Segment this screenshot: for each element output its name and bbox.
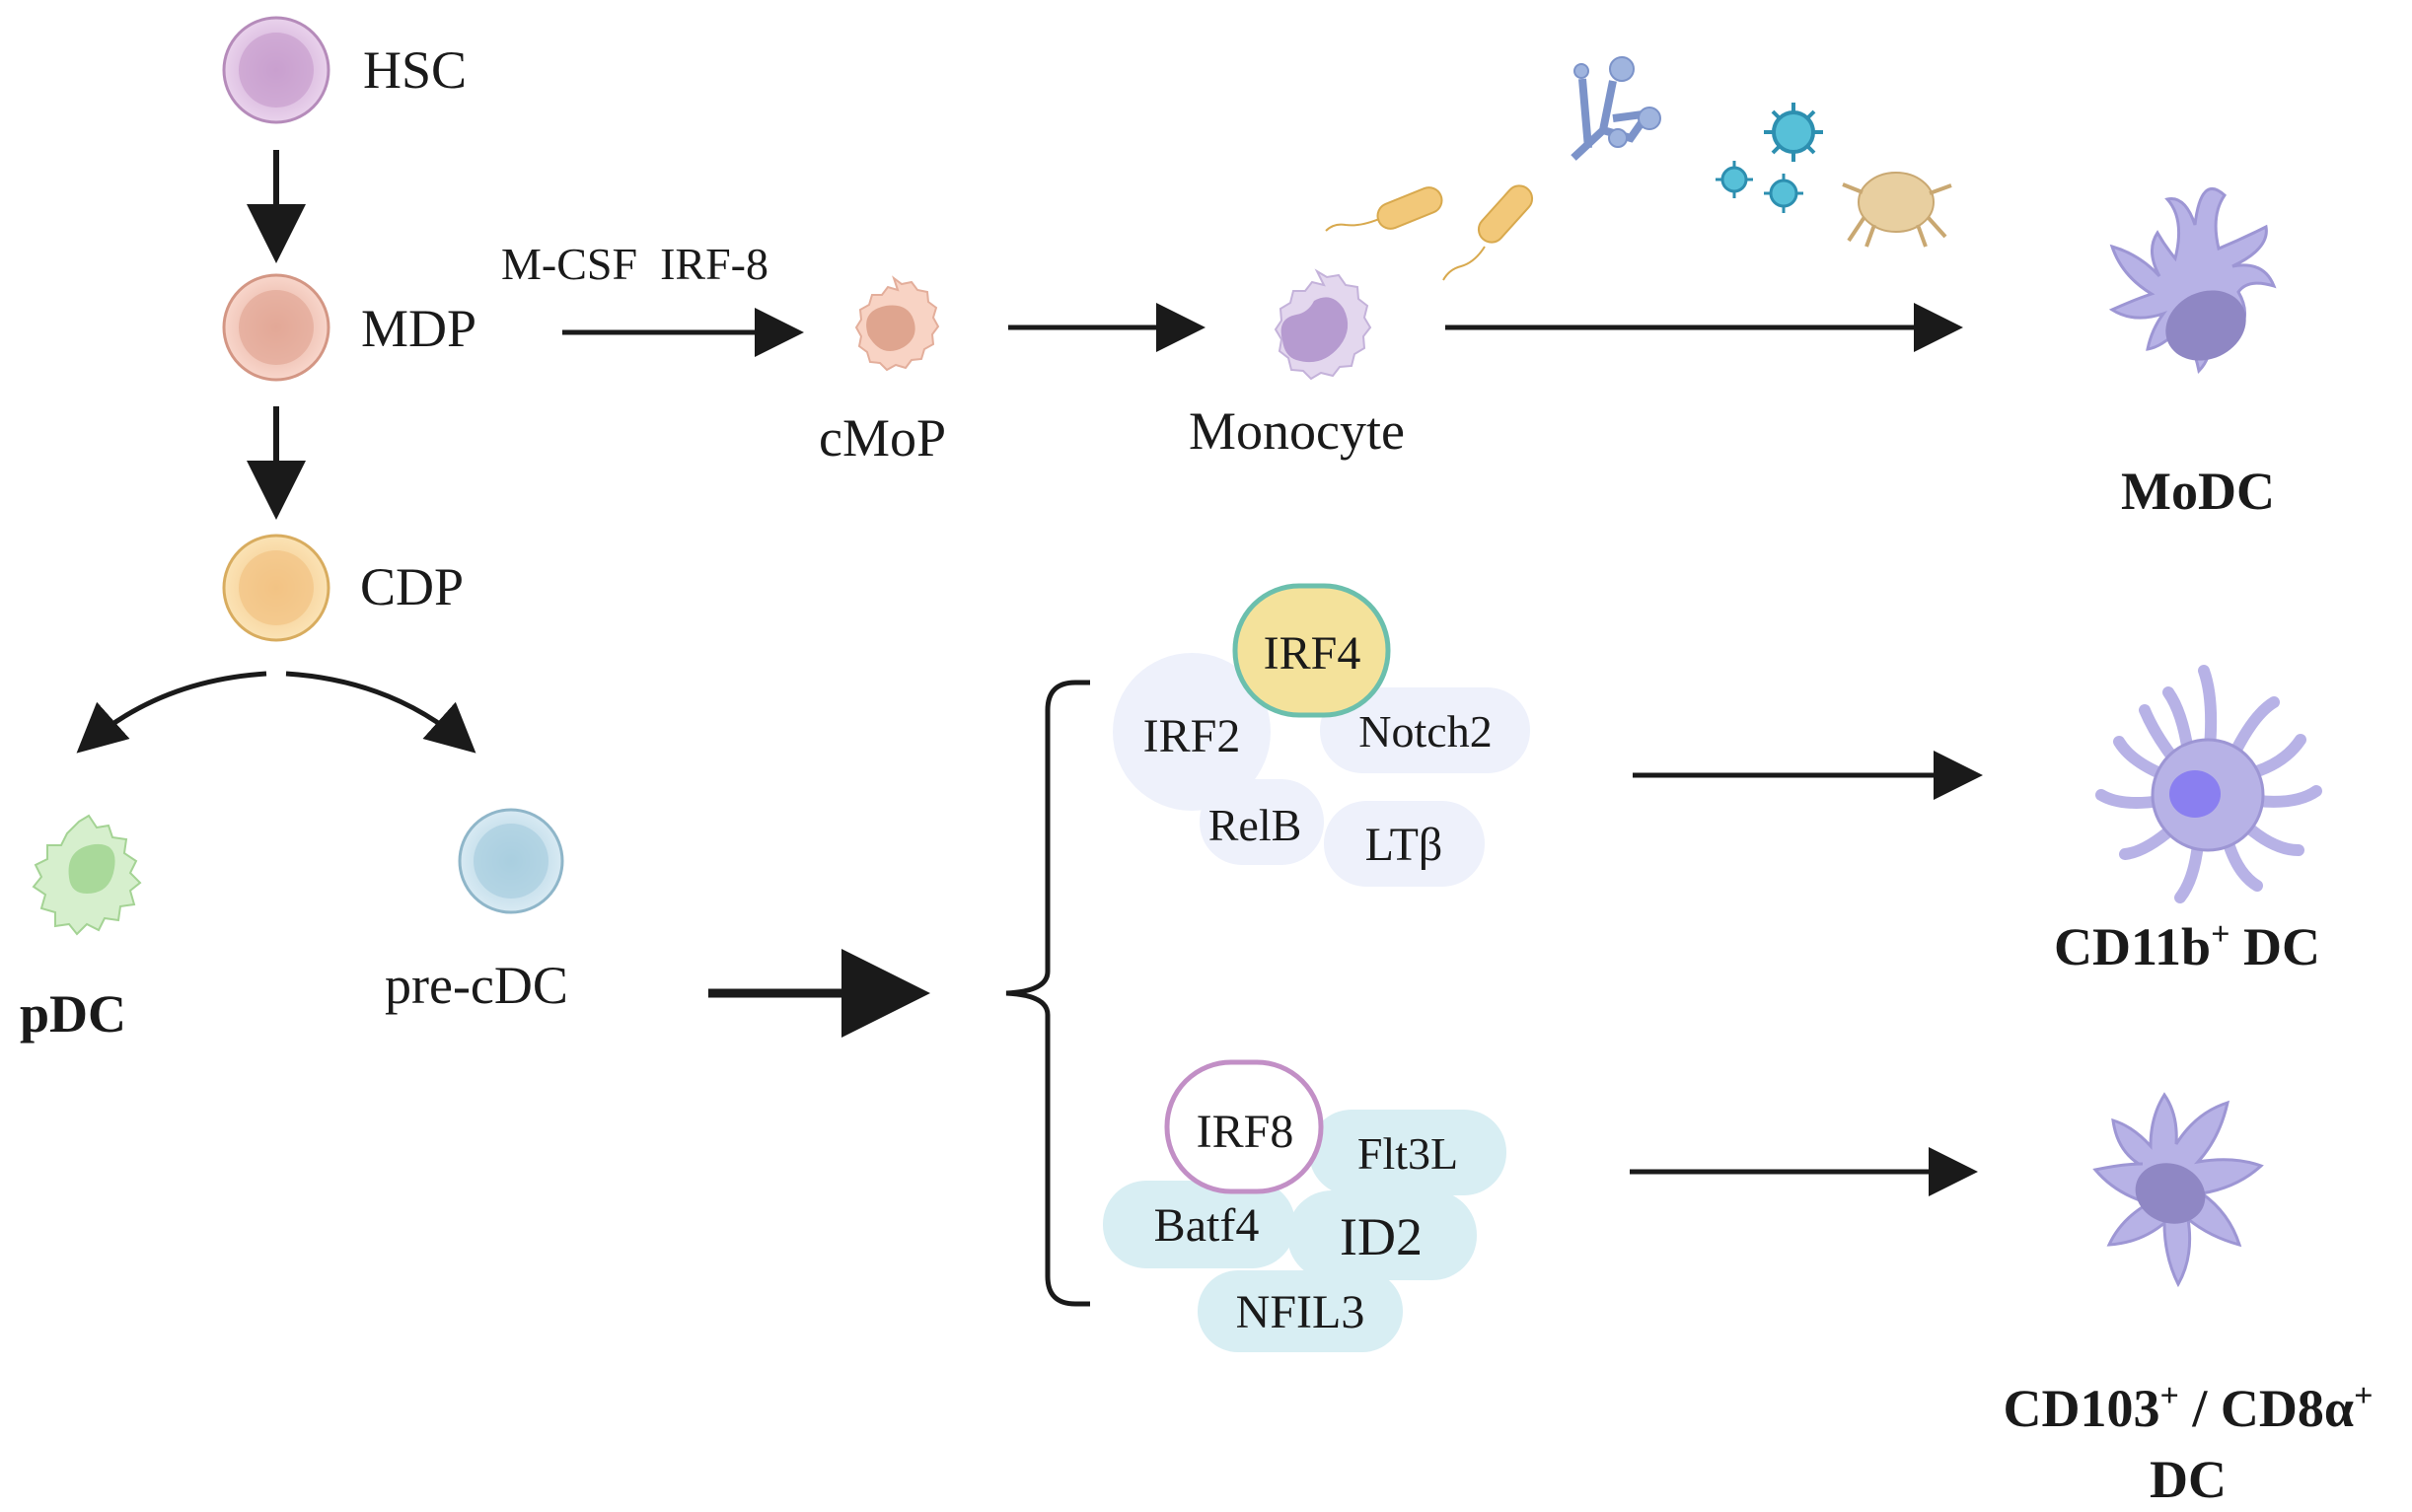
factor-id2: ID2 [1340, 1207, 1423, 1266]
cd103-dc-cell [2092, 1092, 2264, 1288]
factor-relb: RelB [1208, 800, 1302, 850]
cd103-dc-label-line2: DC [2150, 1450, 2227, 1509]
monocyte-label: Monocyte [1189, 401, 1405, 461]
cmop-label: cMoP [819, 408, 946, 468]
pdc-label: pDC [20, 984, 126, 1044]
factor-irf8: IRF8 [1197, 1106, 1294, 1158]
factor-irf2: IRF2 [1143, 710, 1241, 762]
monocyte-cell [1274, 268, 1372, 381]
cdp-cell [222, 534, 330, 642]
pre-cdc-label: pre-cDC [385, 956, 568, 1015]
pre-cdc-cell [458, 808, 564, 914]
modc-cell [2108, 187, 2277, 375]
cd103-factor-cluster [1103, 1059, 1506, 1352]
cmop-cell [854, 275, 940, 372]
cd11b-factor-cluster [1113, 583, 1530, 887]
mdp-label: MDP [361, 299, 476, 358]
arrow-cdp-to-pdc [76, 671, 267, 754]
hsc-label: HSC [363, 40, 467, 100]
virus-icon [1716, 103, 1823, 213]
arrow-cdp-to-precdc [285, 671, 476, 754]
factor-nfil3: NFIL3 [1236, 1286, 1365, 1338]
cd11b-dc-cell [2095, 665, 2322, 903]
hsc-cell [222, 16, 330, 124]
mdp-cmop-factors: M-CSF IRF-8 [501, 239, 768, 289]
modc-label: MoDC [2121, 462, 2275, 521]
factor-brace [1005, 680, 1090, 1307]
fungus-icon [1571, 56, 1661, 161]
cdp-label: CDP [360, 557, 464, 616]
factor-batf4: Batf4 [1154, 1199, 1260, 1252]
bacteria-icon [1325, 184, 1534, 281]
cd11b-dc-label: CD11b+ DC [2054, 916, 2320, 976]
factor-notch2: Notch2 [1358, 706, 1492, 756]
mdp-cell [222, 273, 330, 382]
factor-ltb: LTβ [1365, 819, 1443, 871]
cd103-dc-label: CD103+ / CD8α+ [2004, 1378, 2374, 1438]
factor-flt3l: Flt3L [1357, 1128, 1458, 1179]
dust-mite-icon [1842, 172, 1952, 248]
pdc-cell [32, 814, 142, 936]
factor-irf4: IRF4 [1264, 627, 1361, 680]
